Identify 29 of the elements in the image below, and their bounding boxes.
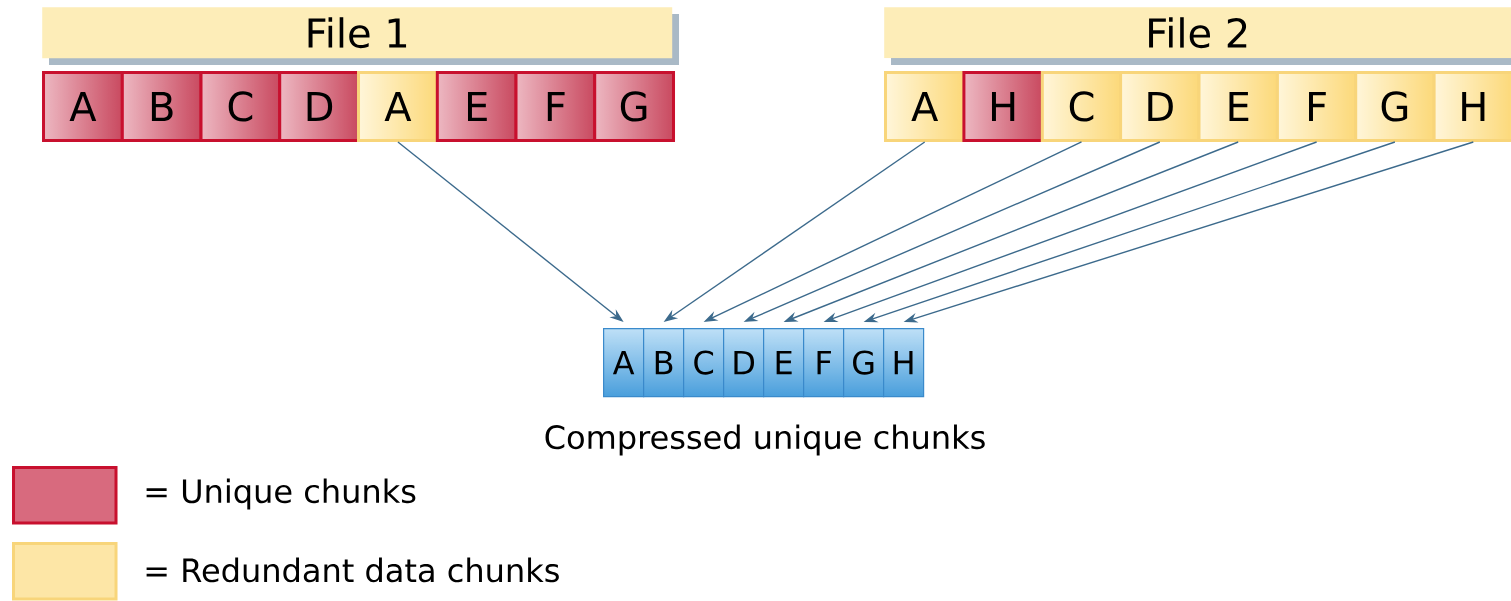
chunk-box: E xyxy=(435,71,518,142)
chunk-box: A xyxy=(884,71,966,142)
file-title-bar: File 1 xyxy=(42,7,673,59)
compressed-chunk-box: H xyxy=(883,327,925,398)
chunk-box: A xyxy=(357,71,439,142)
chunk-box: G xyxy=(1354,71,1436,142)
chunk-box: G xyxy=(593,71,675,142)
chunk-box: H xyxy=(962,71,1044,142)
compressed-chunk-box: D xyxy=(723,327,765,398)
chunk-box: D xyxy=(278,71,360,142)
chunk-box: A xyxy=(42,71,124,142)
compressed-chunk-box: B xyxy=(643,327,685,398)
chunk-box: F xyxy=(1275,71,1358,142)
chunk-box: E xyxy=(1197,71,1279,142)
compressed-chunk-box: G xyxy=(843,327,885,398)
chunk-box: H xyxy=(1432,71,1511,142)
compressed-chunk-box: E xyxy=(763,327,805,398)
compressed-chunk-box: C xyxy=(683,327,725,398)
file-title-bar: File 2 xyxy=(884,7,1511,59)
chunk-box: D xyxy=(1119,71,1201,142)
chunk-box: B xyxy=(120,71,203,142)
caption: Compressed unique chunks xyxy=(545,424,985,456)
compressed-chunk-box: A xyxy=(603,327,645,398)
chunk-box: C xyxy=(199,71,282,142)
legend-text: = Unique chunks xyxy=(146,478,416,510)
chunk-box: F xyxy=(514,71,597,142)
compressed-chunk-box: F xyxy=(803,327,845,398)
legend-text: = Redundant data chunks xyxy=(146,557,559,583)
chunk-box: C xyxy=(1040,71,1123,142)
